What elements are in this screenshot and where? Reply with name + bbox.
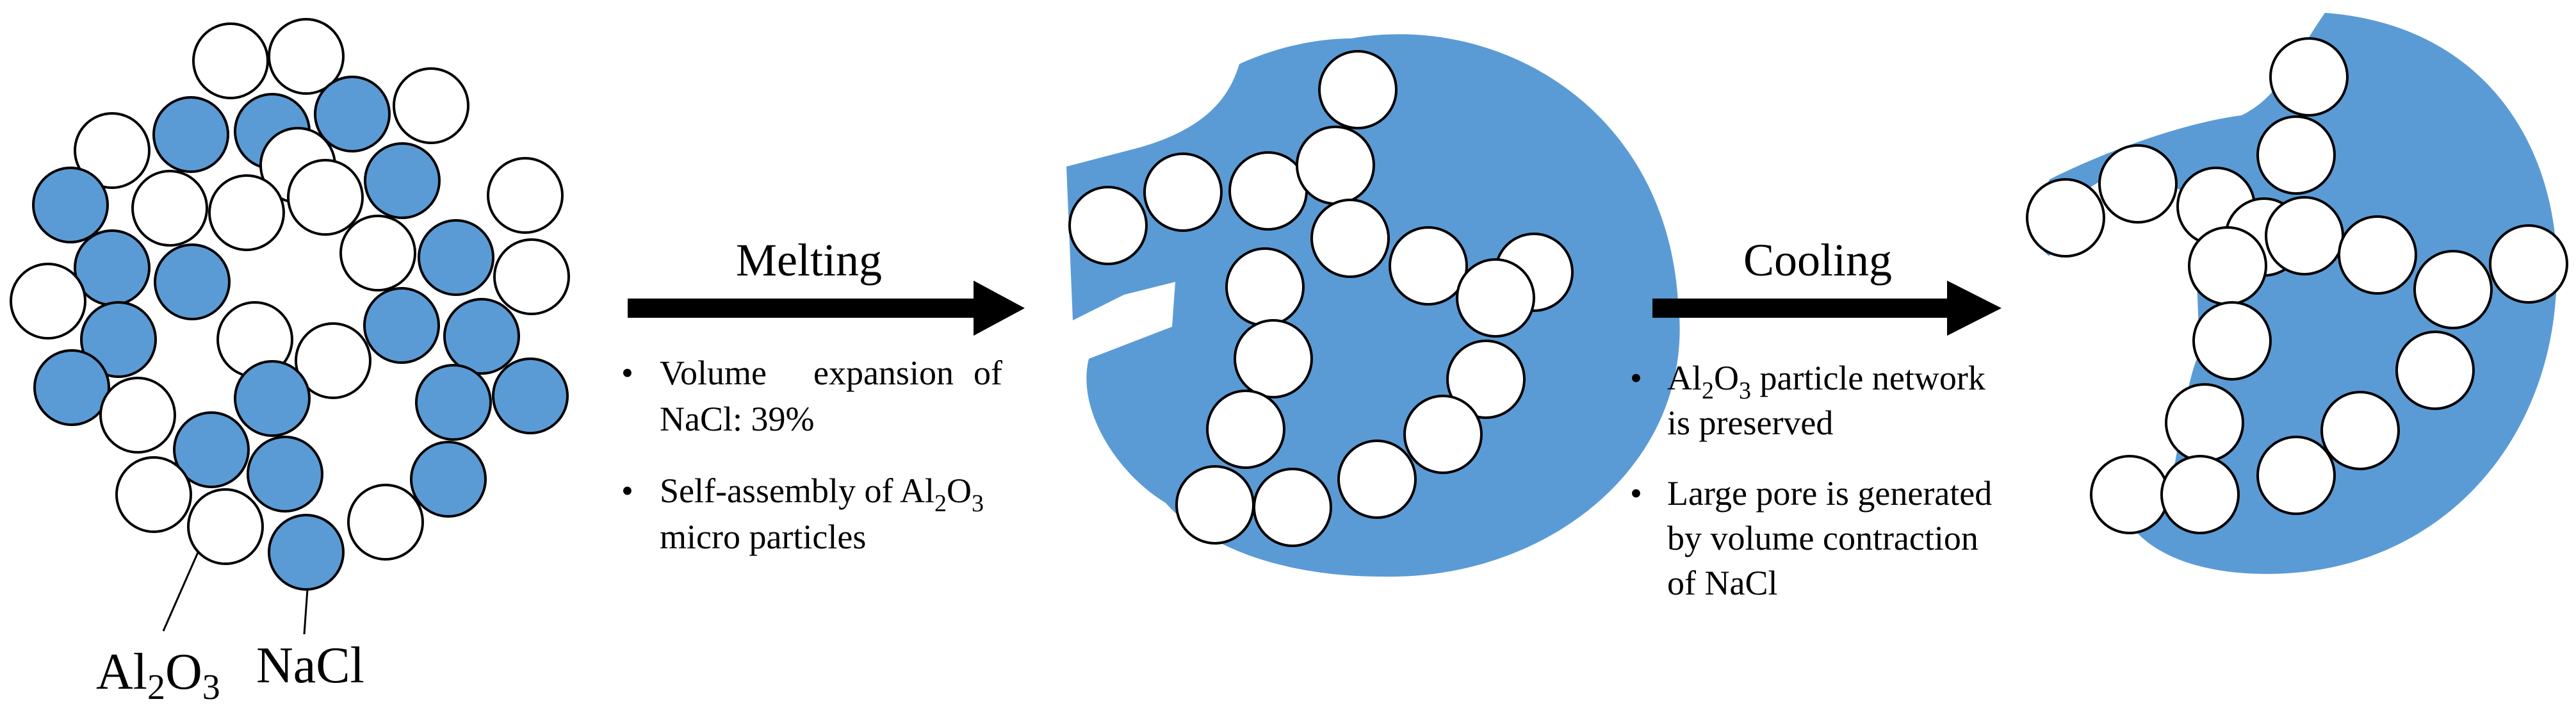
- legend-leader-lines: [162, 550, 309, 635]
- nacl-particle: [152, 96, 229, 173]
- al2o3-particle: [74, 112, 151, 189]
- note-line: Self-assembly of Al2O3: [660, 472, 984, 517]
- al2o3-particle: [2256, 436, 2336, 515]
- note-bullet: •: [1630, 359, 1642, 397]
- al2o3-particle: [1446, 340, 1526, 419]
- al2o3-particle: [487, 157, 564, 234]
- al2o3-particle: [339, 215, 416, 291]
- nacl-particle: [80, 301, 157, 378]
- al2o3-particle: [10, 263, 86, 340]
- al2o3-particle: [2269, 37, 2349, 117]
- note-line: Al2O3 particle network: [1667, 359, 1985, 404]
- nacl-particle: [364, 142, 441, 219]
- nacl-label: NaCl: [256, 637, 364, 694]
- al2o3-particle: [1318, 50, 1398, 129]
- al2o3-particle: [2165, 383, 2244, 463]
- solid-nacl-shape: [2036, 13, 2557, 574]
- nacl-particle: [443, 298, 520, 375]
- solid-nacl-region: [2036, 13, 2557, 574]
- note-line: Large pore is generated: [1667, 474, 1992, 513]
- al2o3-particle: [393, 67, 469, 144]
- nacl-particle: [410, 441, 487, 518]
- al2o3-particle: [2192, 301, 2272, 381]
- note-line: micro particles: [660, 518, 866, 556]
- al2o3-particle: [2489, 224, 2568, 304]
- nacl-particle: [363, 287, 440, 364]
- al2o3-particle: [1310, 199, 1390, 278]
- note-bullet: •: [1630, 474, 1642, 513]
- note-line: NaCl: 39%: [660, 400, 814, 438]
- al2o3-particle: [99, 377, 176, 454]
- note-line: is preserved: [1667, 404, 1833, 442]
- al2o3-particle: [493, 238, 570, 315]
- nacl-particle: [32, 167, 109, 243]
- mixed-particle-cluster: [10, 18, 570, 591]
- nacl-particle: [415, 364, 492, 441]
- nacl-particle: [314, 76, 391, 152]
- melting-arrow: [628, 281, 1025, 336]
- nacl-particle: [74, 229, 151, 306]
- al2o3-particle: [1068, 186, 1148, 265]
- al2o3-particle: [2188, 226, 2267, 306]
- al2o3-particle: [187, 488, 264, 565]
- al2o3-particle: [1456, 258, 1535, 338]
- cooling-arrow: [1652, 281, 2001, 336]
- al2o3-particle: [287, 159, 364, 236]
- al2o3-particle: [347, 484, 424, 561]
- al2o3-particle: [1206, 390, 1285, 469]
- al2o3-particle: [2338, 215, 2417, 295]
- al2o3-particle: [2320, 391, 2400, 470]
- al2o3-particle: [2160, 455, 2240, 534]
- note-bullet: •: [621, 354, 633, 392]
- al2o3-particle: [2265, 196, 2344, 275]
- al2o3-particle: [268, 18, 345, 95]
- al2o3-particle: [208, 174, 285, 251]
- al2o3-leader-line: [162, 550, 200, 632]
- al2o3-particle: [2026, 178, 2105, 258]
- al2o3-network-solid: [2026, 37, 2568, 534]
- melting-label: Melting: [736, 234, 882, 286]
- al2o3-particle: [2090, 455, 2169, 534]
- al2o3-particle: [1234, 319, 1313, 398]
- al2o3-particle: [1389, 226, 1468, 306]
- al2o3-particle: [192, 22, 269, 99]
- al2o3-particle: [1175, 465, 1255, 545]
- nacl-leader-line: [303, 589, 309, 635]
- note-bullet: •: [621, 472, 633, 510]
- nacl-particle: [492, 357, 569, 434]
- al2o3-particle: [1228, 151, 1308, 231]
- nacl-particle: [268, 514, 345, 591]
- al2o3-particle: [1337, 439, 1417, 519]
- cooling-label: Cooling: [1743, 234, 1892, 286]
- al2o3-particle: [2413, 250, 2493, 329]
- nacl-particle: [234, 360, 311, 437]
- nacl-particle: [33, 349, 110, 426]
- al2o3-particle: [2256, 115, 2336, 195]
- al2o3-particle: [1225, 247, 1305, 327]
- note-line: of NaCl: [1667, 564, 1777, 602]
- al2o3-particle: [131, 170, 208, 247]
- al2o3-network-molten: [1068, 50, 1574, 547]
- al2o3-particle: [1403, 395, 1483, 474]
- note-line: by volume contraction: [1667, 519, 1978, 557]
- nacl-particle: [418, 219, 494, 296]
- nacl-particle: [154, 243, 231, 320]
- al2o3-particle: [1143, 152, 1223, 232]
- al2o3-label: Al2O3: [96, 644, 220, 706]
- al2o3-particle: [2098, 144, 2178, 224]
- nacl-particle: [173, 411, 250, 488]
- al2o3-particle: [115, 456, 192, 533]
- nacl-particle: [247, 436, 323, 513]
- al2o3-particle: [2395, 331, 2475, 410]
- al2o3-particle: [295, 322, 371, 399]
- al2o3-particle: [1253, 468, 1332, 547]
- al2o3-particle: [1296, 126, 1375, 205]
